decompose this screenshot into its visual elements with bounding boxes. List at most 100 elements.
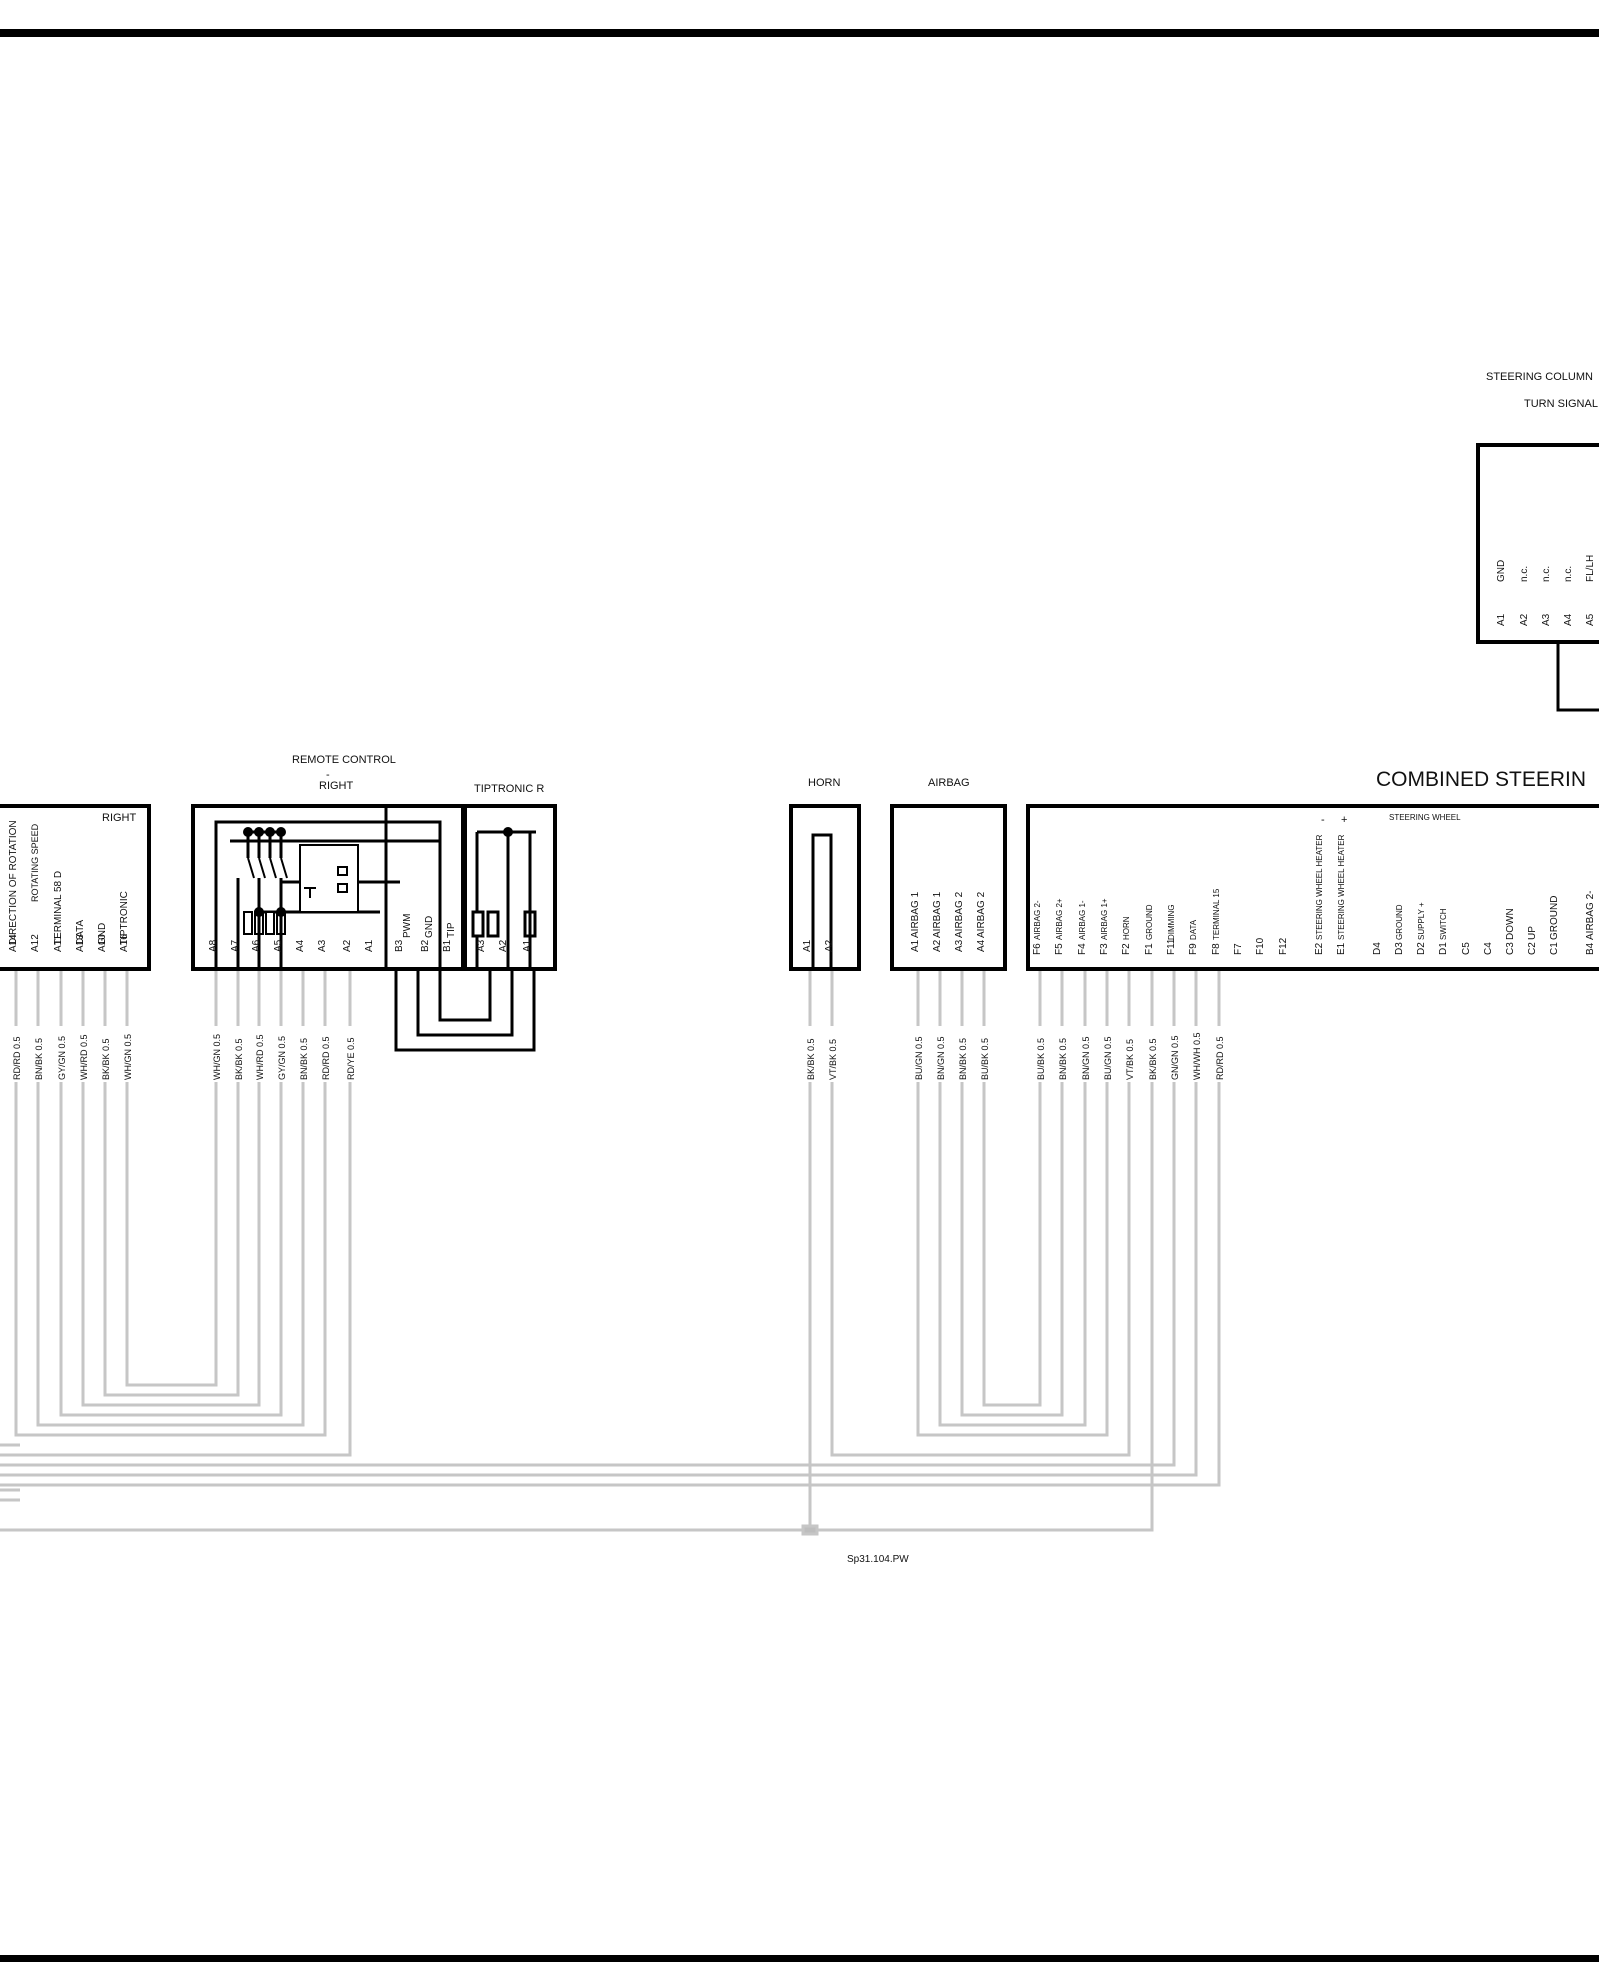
combined-pin-label: F6 (1032, 943, 1043, 955)
right-pin-label: A12 (30, 934, 41, 952)
remote-wire-label: BK/BK 0.5 (234, 1038, 244, 1080)
remote-pin-label: A8 (208, 939, 219, 952)
airbag-pin-label: A4 (976, 939, 987, 952)
right-wire-label: WH/GN 0.5 (123, 1034, 133, 1080)
steering-column-title: STEERING COLUMN (1486, 371, 1593, 383)
right-pin-label: A10 (97, 934, 108, 952)
right-wire-label: BN/BK 0.5 (34, 1038, 44, 1080)
combined-pin-label: C5 (1461, 942, 1472, 955)
combined-signal-label: SWITCH (1439, 908, 1448, 940)
combined-signal-label: AIRBAG 2- (1585, 891, 1596, 940)
wire-label-backing (297, 1026, 309, 1082)
airbag-title: AIRBAG (928, 777, 970, 789)
combined-signal-label: HORN (1122, 916, 1131, 940)
right-pin-label: A11 (53, 935, 64, 952)
airbag-wire-label: BU/GN 0.5 (914, 1036, 924, 1080)
combined-pin-label: F9 (1188, 943, 1199, 955)
remote-switch-blade (247, 857, 255, 879)
wire-label-backing (232, 1026, 244, 1082)
remote-control-right: RIGHT (319, 780, 354, 792)
airbag-wire-label: BN/GN 0.5 (936, 1036, 946, 1080)
combined-wire-label: BN/BK 0.5 (1058, 1038, 1068, 1080)
remote-resistor (243, 911, 253, 935)
combined-pin-label: C1 (1549, 942, 1560, 955)
combined-pin-label: C2 (1527, 942, 1538, 955)
horn-wire-label: VT/BK 0.5 (828, 1039, 838, 1080)
combined-wire-label: WH/WH 0.5 (1192, 1032, 1202, 1080)
combined-pin-label: D1 (1438, 942, 1449, 955)
harness-wire (0, 969, 1198, 1477)
top-border-bar (0, 29, 1599, 37)
right-signal-label: GND (97, 923, 108, 945)
combined-wire-label: BN/GN 0.5 (1081, 1036, 1091, 1080)
harness-wire (36, 969, 305, 1427)
combined-signal-label: SUPPLY + (1417, 902, 1426, 940)
remote-control-title: REMOTE CONTROL (292, 754, 396, 766)
remote-wire-label: RD/YE 0.5 (346, 1037, 356, 1080)
turn-signal-signal-label: n.c. (1563, 566, 1574, 582)
airbag-wire-label: BN/BK 0.5 (958, 1038, 968, 1080)
remote-pin-label: A3 (317, 939, 328, 952)
plus-sign: + (1341, 814, 1347, 826)
wire-label-backing (956, 1026, 968, 1082)
wire-label-backing (912, 1026, 924, 1082)
right-signal-label: DIRECTION OF ROTATION (8, 820, 19, 945)
combined-pin-label: F2 (1121, 943, 1132, 955)
turn-signal-pin-label: A3 (1541, 613, 1552, 626)
combined-pin-label: C3 (1505, 942, 1516, 955)
wire-label-backing (210, 1026, 222, 1082)
wire-label-backing (934, 1026, 946, 1082)
turn-signal-signal-label: GND (1496, 560, 1507, 582)
horn-switch (811, 833, 833, 969)
airbag-pin-label: A1 (910, 939, 921, 952)
steering-wheel-label: STEERING WHEEL (1389, 813, 1461, 822)
right-pin-label: A16 (119, 934, 130, 952)
horn-pin-label: A2 (824, 939, 835, 952)
remote-junction-dot (254, 907, 264, 917)
minus-sign: - (1321, 814, 1325, 826)
remote-display-module (299, 844, 359, 913)
harness-wire (0, 969, 1176, 1467)
remote-pin-label: B3 (394, 939, 405, 952)
right-connector (0, 804, 151, 971)
combined-signal-label: STEERING WHEEL HEATER (1337, 834, 1346, 940)
turn-signal-title: TURN SIGNAL (1524, 398, 1598, 410)
harness-wire (0, 969, 1221, 1487)
wire-label-backing (1056, 1026, 1068, 1082)
harness-wire (938, 969, 1087, 1427)
right-signal-label: ROTATING SPEED (30, 823, 40, 902)
harness-wires (0, 969, 1221, 1536)
combined-signal-label: AIRBAG 2- (1033, 900, 1042, 940)
wire-label-backing (99, 1026, 111, 1082)
wire-label-backing (1190, 1026, 1202, 1082)
wire-label-backing (121, 1026, 133, 1082)
remote-junction-dot (276, 907, 286, 917)
combined-steering-title: COMBINED STEERIN (1376, 768, 1586, 791)
remote-wire-label: GY/GN 0.5 (277, 1036, 287, 1080)
turn-signal-pin-label: A2 (1519, 613, 1530, 626)
combined-wire-label: GN/GN 0.5 (1170, 1035, 1180, 1080)
combined-pin-label: C4 (1483, 942, 1494, 955)
combined-signal-label: DATA (1189, 919, 1198, 940)
remote-pin-label: A2 (342, 939, 353, 952)
remote-signal-label: PWM (402, 914, 413, 938)
right-wire-label: RD/RD 0.5 (12, 1036, 22, 1080)
harness-wire (81, 969, 261, 1407)
wire-label-backing (1146, 1026, 1158, 1082)
turn-signal-pin-label: A4 (1563, 613, 1574, 626)
combined-pin-label: F5 (1054, 943, 1065, 955)
turn-signal-connector (1476, 443, 1599, 644)
remote-resistor (265, 911, 275, 935)
combined-pin-label: F11 (1166, 938, 1177, 955)
splice-label: Sp31.104.PW (847, 1554, 909, 1565)
combined-signal-label: AIRBAG 1- (1078, 900, 1087, 940)
combined-pin-label: D2 (1416, 942, 1427, 955)
right-signal-label: TERMINAL 58 D (53, 871, 64, 945)
remote-switch-blade (258, 857, 266, 879)
combined-pin-label: F4 (1077, 943, 1088, 955)
tiptronic-connector (463, 804, 557, 971)
combined-signal-label: GROUND (1395, 904, 1404, 940)
combined-pin-label: E1 (1336, 942, 1347, 955)
harness-wire (960, 969, 1064, 1417)
